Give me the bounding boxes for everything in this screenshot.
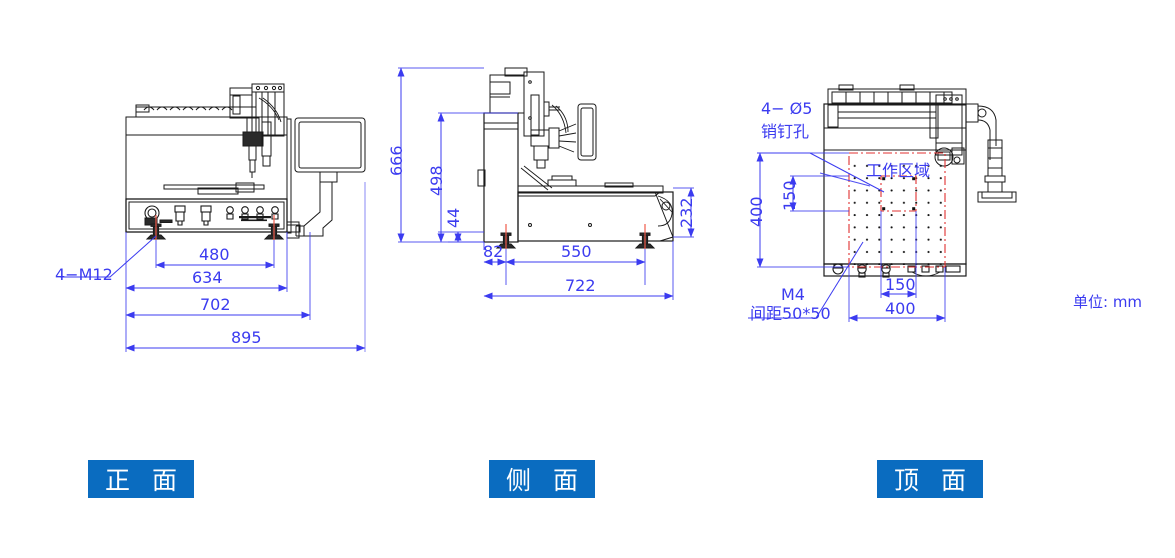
top-callout-dowel-line1: 4− Ø5 bbox=[761, 99, 813, 118]
top-dim-400-horizontal: 400 bbox=[885, 299, 916, 318]
view-badge-top[interactable]: 顶 面 bbox=[877, 460, 983, 498]
front-dim-480: 480 bbox=[199, 245, 230, 264]
view-badge-front[interactable]: 正 面 bbox=[88, 460, 194, 498]
top-view-machine bbox=[823, 84, 1017, 278]
view-badge-side[interactable]: 侧 面 bbox=[489, 460, 595, 498]
top-view-dot-grid bbox=[851, 155, 942, 265]
side-dim-82: 82 bbox=[483, 242, 504, 261]
top-callout-thread-line2: 间距50*50 bbox=[750, 304, 831, 323]
side-dim-722: 722 bbox=[565, 276, 596, 295]
top-dim-150-vertical: 150 bbox=[780, 180, 799, 211]
side-dim-498: 498 bbox=[427, 165, 446, 196]
unit-note: 单位: mm bbox=[1073, 293, 1143, 311]
front-view-machine bbox=[125, 83, 366, 240]
side-dim-44: 44 bbox=[444, 207, 463, 228]
front-dim-702: 702 bbox=[200, 295, 231, 314]
work-area-boundary bbox=[848, 152, 946, 268]
front-dim-634: 634 bbox=[192, 268, 223, 287]
front-callout-4-M12: 4−M12 bbox=[55, 265, 113, 284]
top-callout-thread-line1: M4 bbox=[781, 285, 805, 304]
top-dim-150-horizontal: 150 bbox=[885, 275, 916, 294]
top-callout-dowel-line2: 销钉孔 bbox=[761, 122, 810, 141]
dowel-holes bbox=[882, 177, 916, 211]
side-dim-666: 666 bbox=[387, 145, 406, 176]
side-view-machine bbox=[477, 67, 674, 249]
foot-centerlines bbox=[155, 215, 646, 249]
top-work-area-label: 工作区域 bbox=[866, 161, 931, 180]
front-dim-895: 895 bbox=[231, 328, 262, 347]
top-dim-400-vertical: 400 bbox=[747, 196, 766, 227]
side-dim-232: 232 bbox=[677, 197, 696, 228]
dimension-lines bbox=[60, 67, 946, 352]
side-dim-550: 550 bbox=[561, 242, 592, 261]
